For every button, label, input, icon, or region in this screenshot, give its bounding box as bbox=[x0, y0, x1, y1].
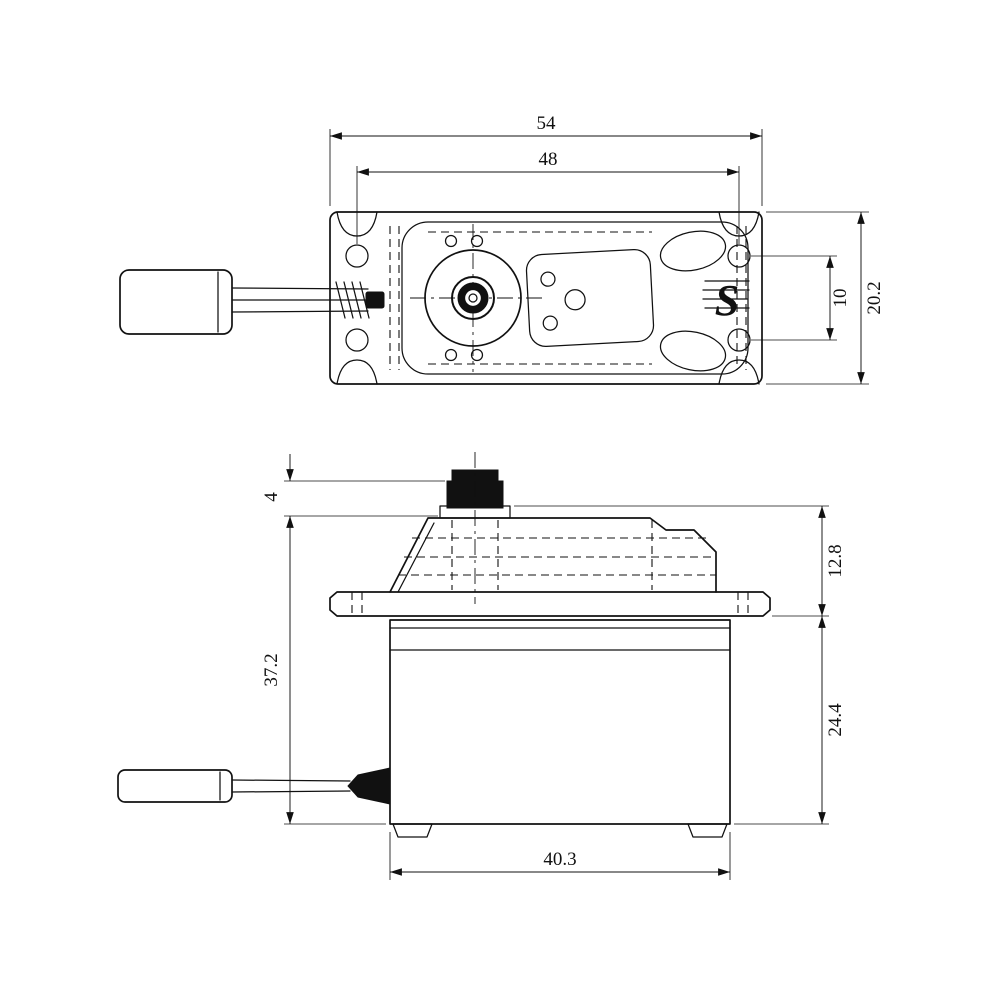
mounting-holes bbox=[345, 244, 751, 352]
servo-body-outline-top bbox=[329, 211, 763, 385]
dim-label-overall-width: 54 bbox=[537, 113, 557, 134]
brand-logo: S bbox=[702, 276, 750, 325]
dimensions-top-view: 54 48 20.2 10 bbox=[329, 113, 885, 385]
upper-case-outline bbox=[389, 517, 717, 593]
output-gear bbox=[424, 249, 522, 347]
mounting-hole bbox=[345, 244, 369, 268]
mounting-hole bbox=[727, 244, 751, 268]
mounting-hole bbox=[727, 328, 751, 352]
flange-cutouts bbox=[336, 211, 760, 385]
dim-label-spline-height: 4 bbox=[261, 492, 282, 502]
dim-label-overall-height: 37.2 bbox=[261, 653, 282, 686]
wire-entry-block bbox=[365, 291, 385, 309]
dimensions-front-view: 4 37.2 12.8 24.4 40.3 bbox=[261, 454, 846, 880]
case-screw-bosses bbox=[659, 230, 727, 372]
wire-connector-front bbox=[117, 769, 233, 803]
dim-label-hole-spacing: 48 bbox=[539, 149, 558, 170]
dim-label-body-width: 40.3 bbox=[543, 849, 576, 870]
mounting-flange bbox=[329, 591, 771, 617]
upper-case-inner-edge bbox=[397, 522, 435, 593]
lead-wires-top bbox=[231, 281, 385, 319]
dim-label-depth: 20.2 bbox=[864, 281, 885, 314]
hidden-lines-top bbox=[389, 226, 747, 370]
dim-label-upper-height: 12.8 bbox=[825, 544, 846, 577]
flange-hole-hidden-lines bbox=[351, 592, 749, 616]
gear-screw-holes bbox=[444, 234, 484, 362]
dim-label-hole-offset: 10 bbox=[830, 289, 851, 308]
lower-body-outline bbox=[389, 619, 731, 825]
hidden-lines-upper-case bbox=[398, 520, 716, 590]
logo-text: S bbox=[715, 276, 739, 325]
top-view: S bbox=[119, 211, 763, 385]
front-view bbox=[117, 452, 771, 838]
wire-connector-top bbox=[119, 269, 233, 335]
case-feet bbox=[392, 823, 728, 838]
wire-grommet bbox=[347, 767, 391, 805]
case-detail-plate bbox=[525, 249, 655, 347]
case-outline-top bbox=[401, 221, 749, 375]
mounting-hole bbox=[345, 328, 369, 352]
dim-label-body-height: 24.4 bbox=[825, 703, 846, 737]
